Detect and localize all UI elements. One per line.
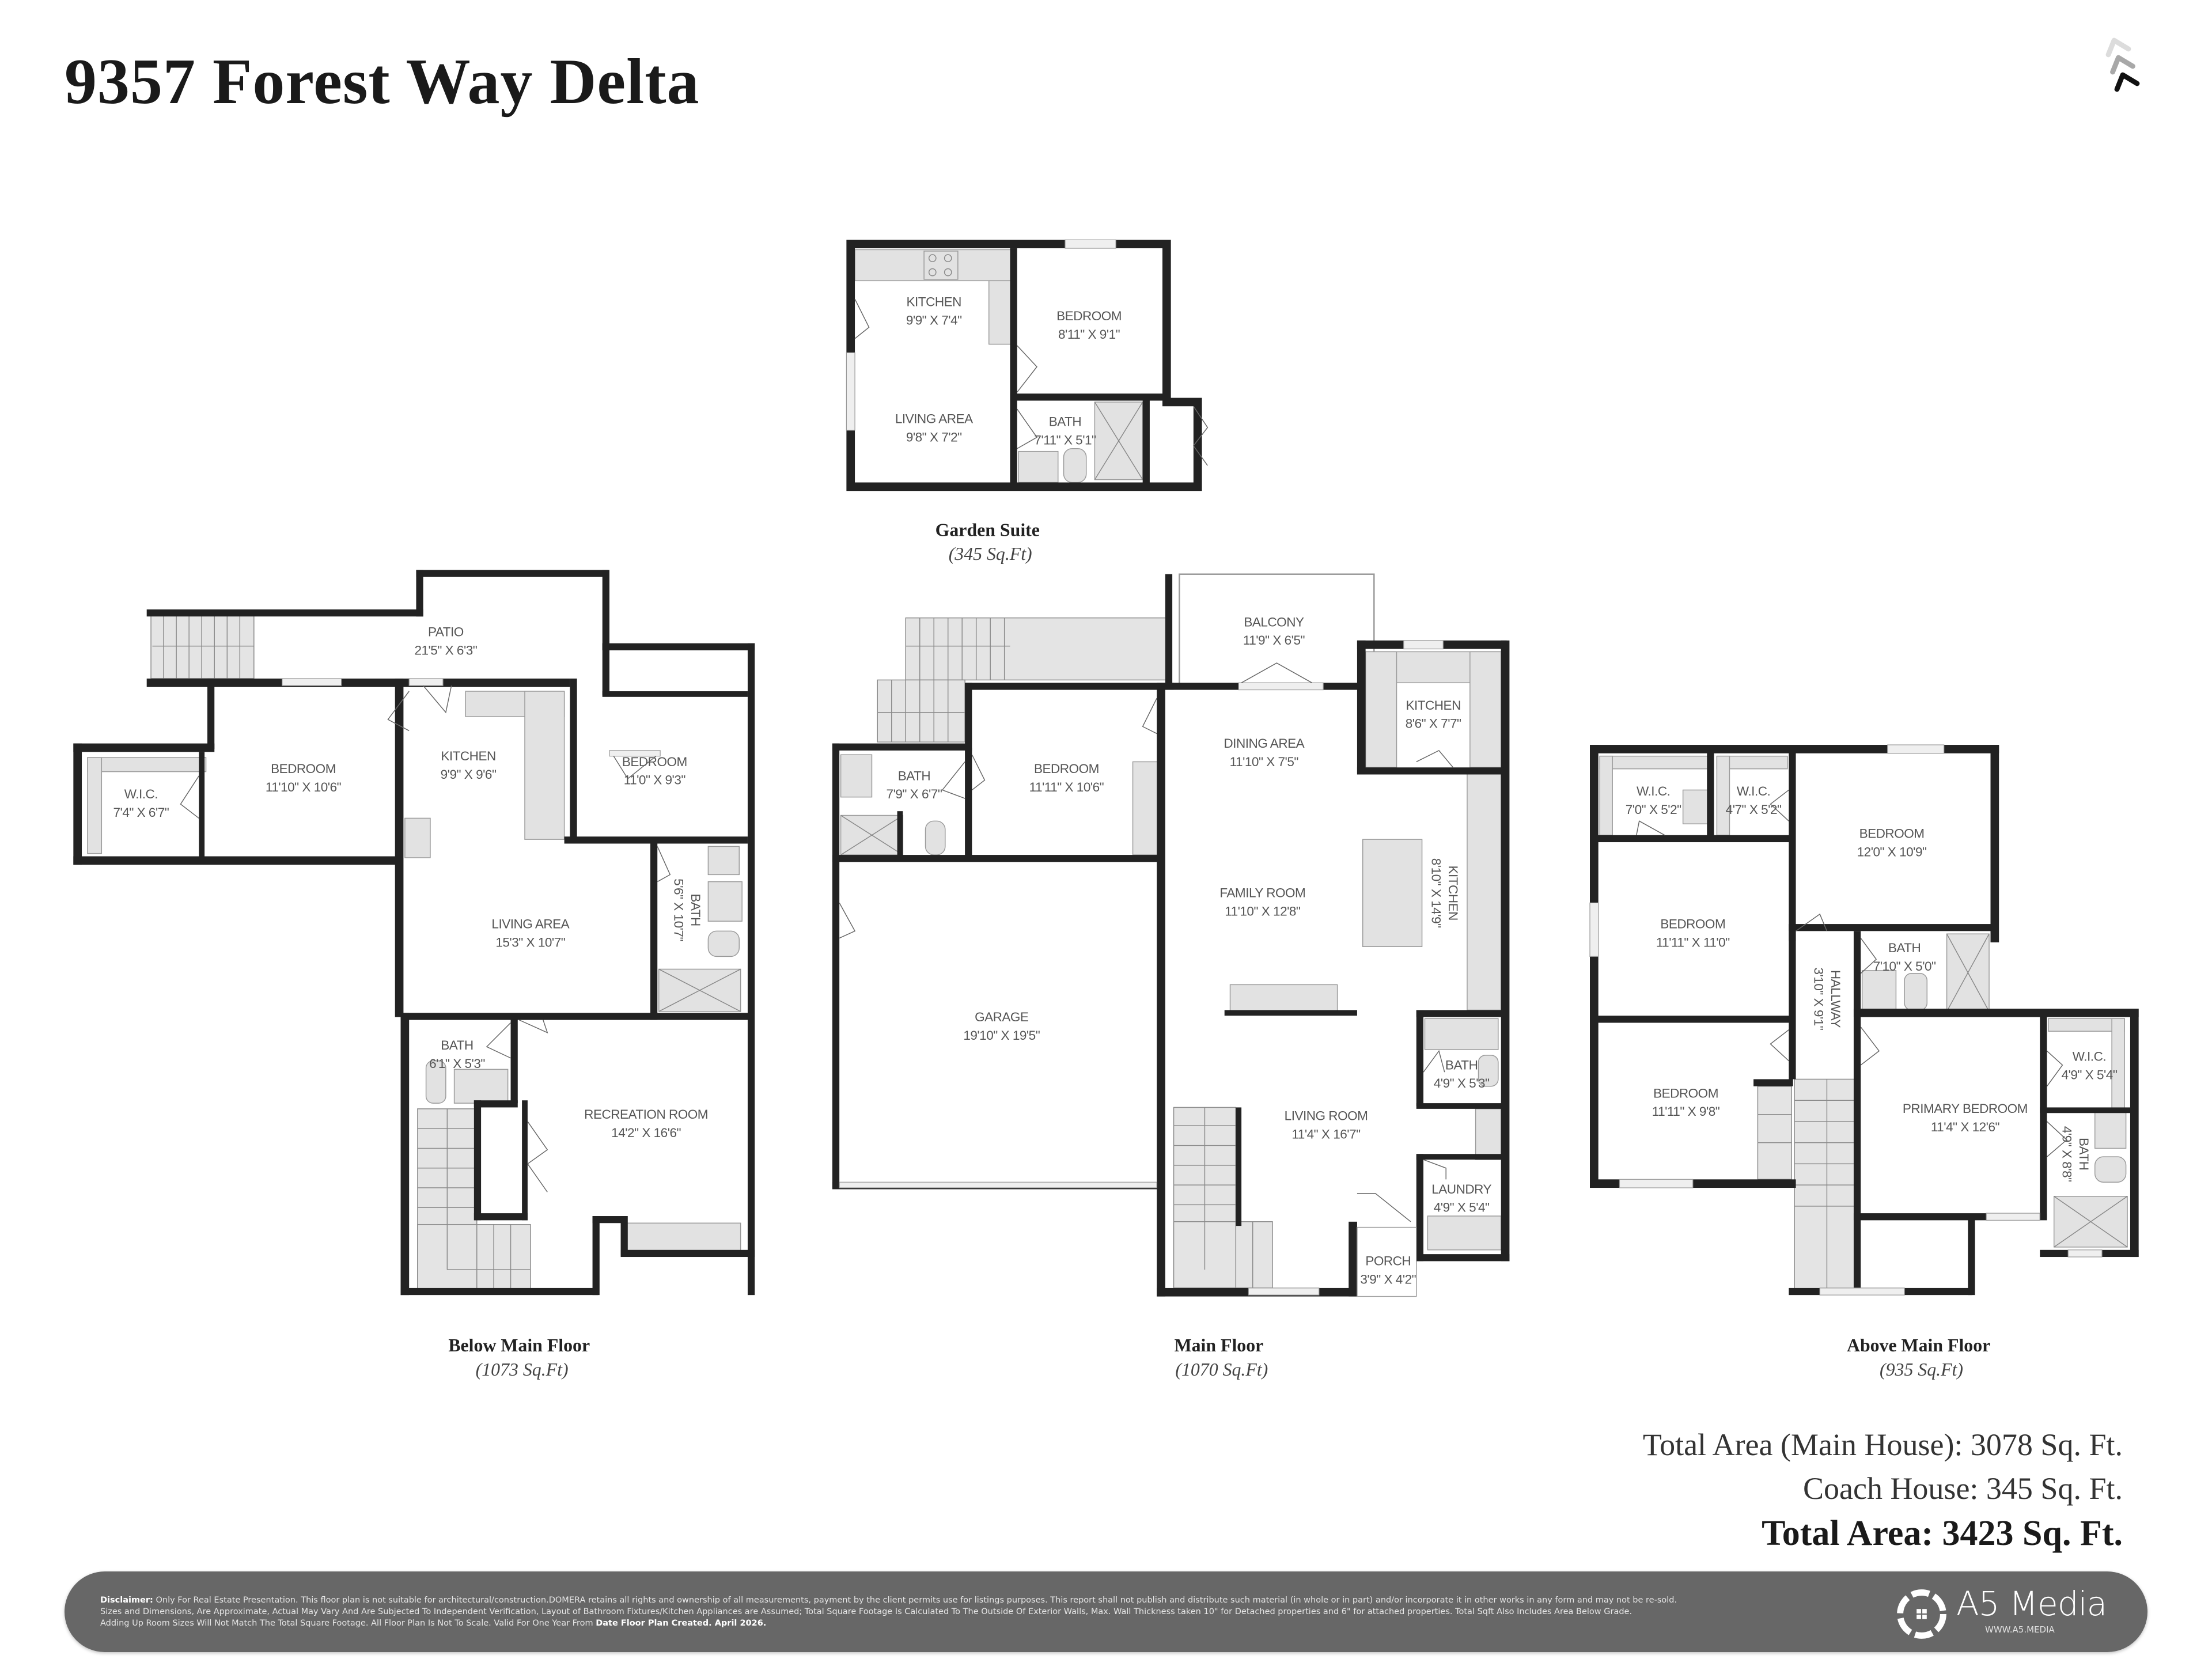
room-dims: 11'4" X 12'6" — [1931, 1120, 2000, 1134]
room-dims: 19'10" X 19'5" — [963, 1028, 1040, 1043]
room-label: W.I.C. — [124, 787, 158, 801]
page-title: 9357 Forest Way Delta — [65, 46, 700, 118]
room-dims: 7'0" X 5'2" — [1626, 802, 1681, 817]
room-dims: 11'10" X 10'6" — [266, 780, 342, 794]
room-label: BATH — [441, 1038, 473, 1052]
brand-url: WWW.A5.MEDIA — [1985, 1624, 2055, 1635]
room-dims: 9'9" X 7'4" — [906, 313, 962, 327]
room-label: BEDROOM — [1660, 916, 1725, 931]
floor-area: (345 Sq.Ft) — [949, 544, 1032, 564]
floor-area: (935 Sq.Ft) — [1880, 1359, 1963, 1380]
room-label: RECREATION ROOM — [584, 1107, 708, 1122]
room-label: GARAGE — [975, 1010, 1029, 1024]
room-label: KITCHEN — [441, 749, 495, 763]
room-dims: 7'10" X 5'0" — [1873, 959, 1936, 974]
area-totals: Total Area (Main House): 3078 Sq. Ft. Co… — [1643, 1423, 2123, 1556]
room-dims: 6'1" X 5'3" — [429, 1056, 485, 1071]
garden-suite-plan: KITCHEN 9'9" X 7'4" BEDROOM 8'11" X 9'1"… — [846, 239, 1209, 564]
room-label: W.I.C. — [1637, 784, 1670, 798]
room-dims: 7'11" X 5'1" — [1034, 433, 1096, 447]
room-dims: 4'9" X 5'3" — [1434, 1076, 1490, 1090]
room-dims: 11'10" X 12'8" — [1225, 904, 1301, 918]
room-dims: 3'10" X 9'1" — [1811, 967, 1825, 1030]
room-label: LIVING ROOM — [1285, 1108, 1368, 1123]
disclaimer-label: Disclaimer: — [100, 1596, 153, 1605]
room-label: KITCHEN — [907, 294, 961, 309]
room-dims: 21'5" X 6'3" — [414, 643, 477, 657]
room-label: BEDROOM — [1653, 1086, 1718, 1100]
room-dims: 11'4" X 16'7" — [1291, 1127, 1361, 1141]
room-dims: 3'9" X 4'2" — [1360, 1272, 1416, 1287]
room-label: BEDROOM — [1034, 762, 1099, 776]
camera-aperture-house-icon — [1897, 1589, 1946, 1639]
room-dims: 11'11" X 10'6" — [1029, 780, 1104, 794]
room-label: W.I.C. — [1737, 784, 1770, 798]
room-label: DINING AREA — [1224, 736, 1304, 751]
room-label: BATH — [1049, 415, 1081, 429]
room-label: LAUNDRY — [1431, 1182, 1491, 1196]
room-dims: 4'7" X 5'2" — [1726, 802, 1782, 817]
total-area: Total Area: 3423 Sq. Ft. — [1762, 1514, 2123, 1553]
room-label: LIVING AREA — [491, 916, 569, 931]
room-label: BEDROOM — [622, 755, 687, 769]
room-dims: 8'10" X 14'9" — [1429, 858, 1444, 928]
room-label: BEDROOM — [1859, 827, 1925, 841]
room-dims: 11'11" X 9'8" — [1652, 1104, 1720, 1119]
room-label: BATH — [2077, 1138, 2091, 1170]
room-dims: 5'6" X 10'7" — [672, 878, 686, 941]
room-label: PATIO — [428, 624, 464, 639]
room-dims: 11'10" X 7'5" — [1230, 755, 1299, 769]
disclaimer-date: Date Floor Plan Created. April 2026. — [596, 1619, 767, 1628]
room-dims: 7'9" X 6'7" — [887, 787, 942, 801]
room-dims: 11'0" X 9'3" — [624, 773, 686, 787]
room-dims: 15'3" X 10'7" — [495, 935, 565, 949]
disclaimer-line-3: Adding Up Room Sizes Will Not Match The … — [100, 1619, 593, 1628]
floor-area: (1070 Sq.Ft) — [1175, 1359, 1268, 1380]
room-label: BATH — [1888, 941, 1921, 955]
room-dims: 8'11" X 9'1" — [1058, 327, 1120, 342]
room-dims: 9'9" X 9'6" — [441, 767, 497, 782]
room-dims: 8'6" X 7'7" — [1406, 717, 1461, 731]
room-label: BATH — [1445, 1058, 1478, 1072]
room-label: LIVING AREA — [895, 412, 973, 426]
floor-name: Garden Suite — [935, 520, 1040, 540]
floor-name: Main Floor — [1175, 1335, 1264, 1355]
room-dims: 12'0" X 10'9" — [1857, 845, 1927, 859]
room-dims: 9'8" X 7'2" — [906, 430, 962, 445]
main-house-area: Total Area (Main House): 3078 Sq. Ft. — [1642, 1427, 2123, 1462]
floor-name: Above Main Floor — [1847, 1335, 1990, 1355]
room-label: W.I.C. — [2073, 1050, 2106, 1064]
room-dims: 14'2" X 16'6" — [611, 1126, 681, 1140]
floor-name: Below Main Floor — [448, 1335, 590, 1355]
room-label: BEDROOM — [1056, 309, 1122, 323]
disclaimer-line-2: Sizes and Dimensions, Are Approximate, A… — [100, 1607, 1633, 1616]
room-label: BATH — [688, 893, 703, 926]
room-label: PRIMARY BEDROOM — [1903, 1101, 2028, 1116]
coach-house-area: Coach House: 345 Sq. Ft. — [1802, 1471, 2123, 1506]
above-main-floor-plan: W.I.C. 7'0" X 5'2" W.I.C. 4'7" X 5'2" BE… — [1589, 744, 2139, 1380]
room-dims: 7'4" X 6'7" — [113, 805, 169, 820]
brand-logo: A5 Media WWW.A5.MEDIA — [1894, 1581, 2124, 1644]
main-floor-plan: BALCONY 11'9" X 6'5" KITCHEN 8'6" X 7'7"… — [832, 573, 1510, 1380]
room-label: BALCONY — [1244, 615, 1304, 629]
room-dims: 4'9" X 5'4" — [1434, 1200, 1490, 1215]
disclaimer-text: Disclaimer: Only For Real Estate Present… — [100, 1594, 1909, 1629]
disclaimer-line-1: Only For Real Estate Presentation. This … — [156, 1596, 1677, 1605]
room-label: KITCHEN — [1406, 698, 1460, 713]
brand-name: A5 Media — [1956, 1584, 2107, 1623]
room-label: HALLWAY — [1828, 970, 1843, 1028]
room-dims: 4'9" X 8'8" — [2059, 1126, 2074, 1182]
north-arrow-icon — [2105, 37, 2140, 92]
room-dims: 11'11" X 11'0" — [1656, 935, 1730, 949]
room-dims: 11'9" X 6'5" — [1243, 633, 1305, 647]
room-dims: 4'9" X 5'4" — [2062, 1067, 2118, 1082]
room-label: BEDROOM — [271, 762, 336, 776]
room-label: PORCH — [1365, 1254, 1411, 1268]
room-label: FAMILY ROOM — [1219, 886, 1305, 900]
room-label: BATH — [898, 768, 930, 783]
room-label: KITCHEN — [1446, 866, 1460, 921]
floor-area: (1073 Sq.Ft) — [476, 1359, 569, 1380]
below-main-floor-plan: PATIO 21'5" X 6'3" W.I.C. 7'4" X 6'7" BE… — [73, 570, 755, 1380]
footer-banner: Disclaimer: Only For Real Estate Present… — [65, 1571, 2147, 1652]
